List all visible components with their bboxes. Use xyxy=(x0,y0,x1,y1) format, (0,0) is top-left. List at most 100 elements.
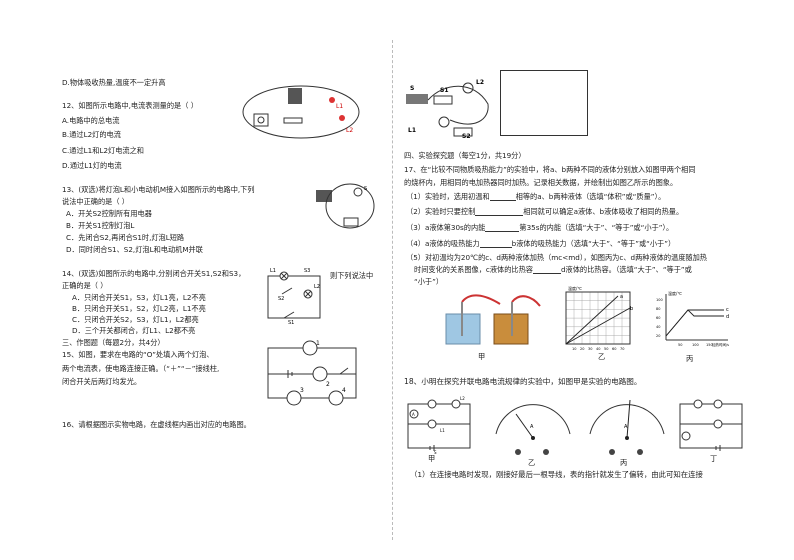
q18-fig-yi-label: 乙 xyxy=(528,458,536,467)
q18-fig-bing-label: 丙 xyxy=(620,458,628,467)
q17-blank-1[interactable] xyxy=(489,193,516,201)
q12-l2-label: L2 xyxy=(346,127,353,134)
q17-blank-5[interactable] xyxy=(532,266,561,274)
q17-beakers-figure xyxy=(445,294,541,345)
q17-chart-yi: a b 温度/℃ 10 20 30 40 50 60 70 xyxy=(565,285,633,351)
q17-blank-3[interactable] xyxy=(485,224,520,232)
chart-yi-xtick: 30 xyxy=(588,347,592,351)
chart-bing-line-c xyxy=(665,309,724,337)
chart-yi-b-label: b xyxy=(630,306,633,312)
q14-stem-1: 14、(双选)如图所示的电路中,分别闭合开关S1,S2和S3， xyxy=(62,269,246,278)
q18-fig-jia-label: 甲 xyxy=(428,454,436,463)
q14-l2-label: L2 xyxy=(314,284,320,290)
section-4-heading: 四、实验探究题（每空1分，共19分） xyxy=(404,151,526,160)
q14-schematic: L1 L2 S3 S2 S1 xyxy=(267,268,321,326)
q13-stem-1: 13、(双选)将灯泡L和小电动机M接入如图所示的电路中,下列 xyxy=(62,185,255,194)
q18-line-2: （1）在连接电路时发现，刚接好最后一根导线，表的指针就发生了偏转，由此可知在连接 xyxy=(410,470,703,479)
q12-l1-label: L1 xyxy=(336,103,343,110)
q16-s1-label: S1 xyxy=(440,87,449,94)
q13-option-d: D．同时闭合S1、S2,灯泡L和电动机M并联 xyxy=(66,245,203,254)
svg-text:S: S xyxy=(410,85,414,92)
q15-node-1: 1 xyxy=(316,340,320,347)
q15-node-2: 2 xyxy=(326,381,330,388)
chart-yi-line-a xyxy=(565,295,619,345)
chart-bing-line-d xyxy=(665,309,724,337)
column-divider xyxy=(392,40,393,540)
chart-yi-ylabel: 温度/℃ xyxy=(568,285,582,291)
chart-yi-xtick: 20 xyxy=(580,347,584,351)
q18-bing-a: A xyxy=(624,424,628,430)
chart-yi-xtick: 60 xyxy=(612,347,616,351)
q14-s2-label: S2 xyxy=(278,296,284,302)
chart-bing-ytick: 100 xyxy=(656,298,663,302)
q18-yi-a: A xyxy=(530,424,534,430)
q14-option-c: C．只闭合开关S2，S3，灯L1，L2都亮 xyxy=(72,315,199,324)
q18-jia-a: A xyxy=(412,412,415,417)
q18-fig-ding-label: 丁 xyxy=(710,454,718,463)
q17-blank-4[interactable] xyxy=(479,240,512,248)
q12-option-d: D.通过L1灯的电流 xyxy=(62,161,122,170)
q13-option-c: C．先闭合S2,再闭合S1时,灯泡L短路 xyxy=(66,233,185,242)
fig-jia-label: 甲 xyxy=(478,352,486,361)
q18-schematic-jia: A L1 L2 S xyxy=(407,396,471,455)
q17-line-7: （5）对初温均为20℃的c、d两种液体加热（mc<md），如图丙为c、d两种液体… xyxy=(406,253,707,262)
section-3-heading: 三、作图题（每题2分，共4分） xyxy=(62,338,165,347)
q14-s1-label: S1 xyxy=(288,320,294,326)
q16-answer-box[interactable] xyxy=(500,70,588,136)
q18-ammeter-bing: A xyxy=(589,399,665,455)
q15-line-3: 闭合开关后两灯均发光。 xyxy=(62,377,142,386)
chart-yi-xtick: 70 xyxy=(620,347,624,351)
fig-bing-label: 丙 xyxy=(686,354,694,363)
chart-bing-xtick: 150 xyxy=(706,343,713,347)
chart-yi-xtick: 50 xyxy=(604,347,608,351)
q17-line-1: 17、在“比较不同物质吸热能力”的实验中，将a、b两种不同的液体分别放入如图甲两… xyxy=(404,165,696,174)
q14-option-d: D．三个开关都闭合，灯L1、L2都不亮 xyxy=(72,326,196,335)
q15-schematic: 1 2 3 4 xyxy=(267,340,357,406)
q18-schematic-ding xyxy=(679,399,743,451)
q17-blank-2[interactable] xyxy=(475,208,524,216)
chart-bing-xtick: 100 xyxy=(692,343,699,347)
q13-option-a: A．开关S2控制所有用电器 xyxy=(66,209,152,218)
q15-line-1: 15、如图，要求在电路的“O”处填入两个灯泡、 xyxy=(62,350,214,359)
q16-s2-label: S2 xyxy=(462,133,471,140)
q12-stem: 12、如图所示电路中,电流表测量的是（ ） xyxy=(62,101,198,110)
chart-bing-ylabel: 温度/℃ xyxy=(668,290,682,296)
q15-node-3: 3 xyxy=(300,387,304,394)
q17-line-5: （3）a液体第30s的内能第35s的内能（选填“大于”、“等于”或“小于”）。 xyxy=(406,223,674,232)
q12-option-a: A.电路中的总电流 xyxy=(62,116,120,125)
chart-bing-ytick: 40 xyxy=(656,325,660,329)
fig-yi-label: 乙 xyxy=(598,352,606,361)
q14-option-a: A．只闭合开关S1，S3，灯L1亮，L2不亮 xyxy=(72,293,206,302)
q17-line-9: “小于”） xyxy=(414,277,444,286)
q17-line-2: 的烧杯内，用相同的电加热器同时加热。记录相关数据，并绘制出如图乙所示的图象。 xyxy=(404,178,678,187)
q18-ammeter-yi: A xyxy=(495,404,571,455)
q13-circuit-figure: S xyxy=(316,183,375,229)
chart-bing-ytick: 80 xyxy=(656,307,660,311)
q14-l1-label: L1 xyxy=(270,268,276,274)
q11-option-d: D.物体吸收热量,温度不一定升高 xyxy=(62,78,166,87)
chart-yi-xtick: 10 xyxy=(572,347,576,351)
chart-yi-xtick: 40 xyxy=(596,347,600,351)
q14-stem-2: 正确的是（ ） xyxy=(62,281,108,290)
q18-jia-l2: L2 xyxy=(460,396,465,401)
q17-line-3: （1）实验时，选用初温和相等的a、b两种液体（选填“体积”或“质量”）。 xyxy=(406,192,666,201)
q12-option-c: C.通过L1和L2灯电流之和 xyxy=(62,146,144,155)
svg-text:S: S xyxy=(364,186,367,192)
q12-circuit-figure: L1 L2 xyxy=(242,85,360,139)
q18-jia-s: S xyxy=(434,450,437,455)
chart-yi-line-b xyxy=(565,307,631,345)
chart-yi-a-label: a xyxy=(620,294,623,300)
q13-stem-2: 说法中正确的是（ ） xyxy=(62,197,129,206)
chart-bing-ytick: 60 xyxy=(656,316,660,320)
chart-bing-d-label: d xyxy=(726,314,729,320)
q16-l2-label: L2 xyxy=(476,79,484,86)
q16-physical-circuit: S S1 L1 S2 L2 xyxy=(406,79,489,140)
q18-line-1: 18、小明在探究并联电路电流规律的实验中，如图甲是实验的电路图。 xyxy=(404,377,642,386)
chart-bing-xtick: 50 xyxy=(678,343,682,347)
chart-bing-ytick: 20 xyxy=(656,334,660,338)
q18-jia-l1: L1 xyxy=(440,428,445,433)
q14-option-b: B．只闭合开关S1，S2，灯L2亮，L1不亮 xyxy=(72,304,206,313)
chart-bing-c-label: c xyxy=(726,307,729,313)
